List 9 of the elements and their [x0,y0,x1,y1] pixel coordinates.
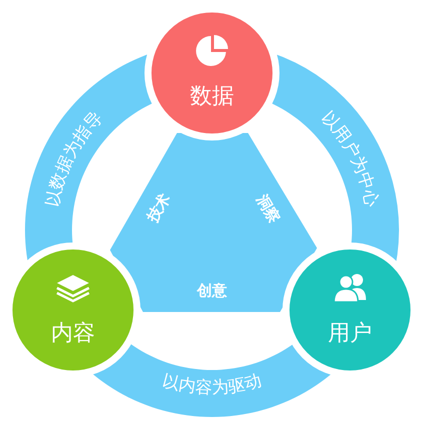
panel-label: 洞察 [254,192,282,226]
band-label: 以内容为驱动 [160,370,264,398]
circle-title: 用户 [328,323,372,345]
band-label: 以用户为中心 [317,108,382,209]
circle-title: 内容 [51,323,95,345]
panel-label: 技术 [145,191,173,225]
circle-title: 数据 [190,86,234,108]
panel-label: 创意 [197,284,227,298]
band-label: 以数据为指导 [42,108,107,209]
